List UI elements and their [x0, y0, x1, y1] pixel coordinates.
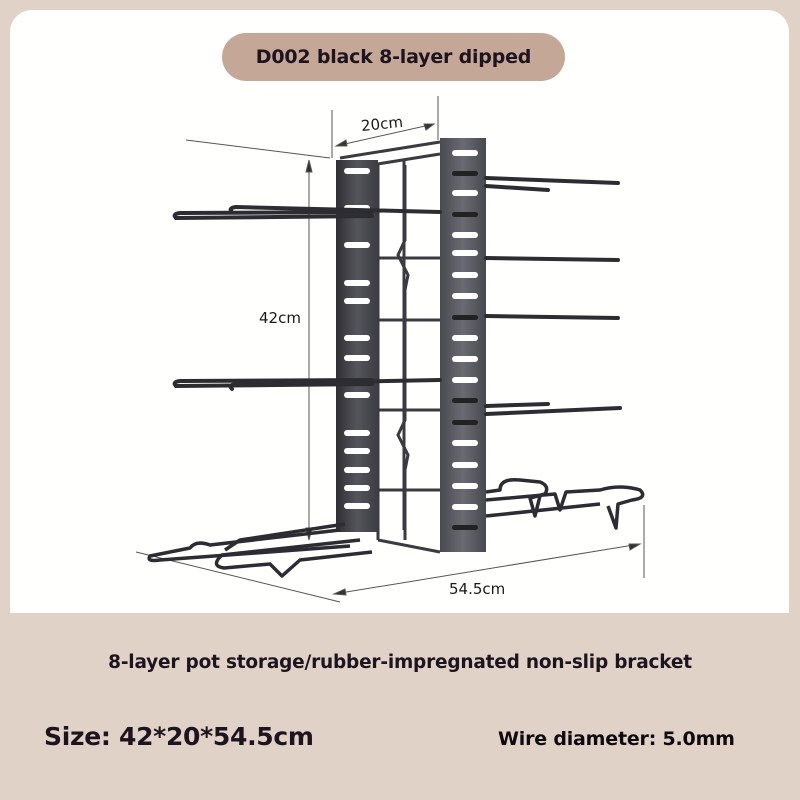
bottom-right-base: [485, 477, 645, 530]
variant-badge-label: D002 black 8-layer dipped: [255, 46, 532, 68]
wire-diameter-spec: Wire diameter: 5.0mm: [498, 728, 735, 750]
right-side-plate: [440, 138, 486, 552]
size-spec: Size: 42*20*54.5cm: [44, 722, 314, 751]
frame-wires: [339, 140, 441, 554]
dimension-lines: [135, 96, 645, 603]
length-dimension-label: 54.5cm: [449, 580, 506, 598]
left-shelves: [172, 204, 442, 391]
pot-rack-illustration: [135, 96, 645, 603]
left-side-plate: [336, 160, 378, 532]
right-shelves: [484, 176, 622, 416]
product-subtitle: 8-layer pot storage/rubber-impregnated n…: [108, 652, 692, 673]
height-dimension-label: 42cm: [259, 309, 301, 327]
variant-badge: D002 black 8-layer dipped: [222, 33, 565, 81]
product-image-panel: [10, 10, 789, 613]
bottom-left-base: [147, 522, 373, 578]
